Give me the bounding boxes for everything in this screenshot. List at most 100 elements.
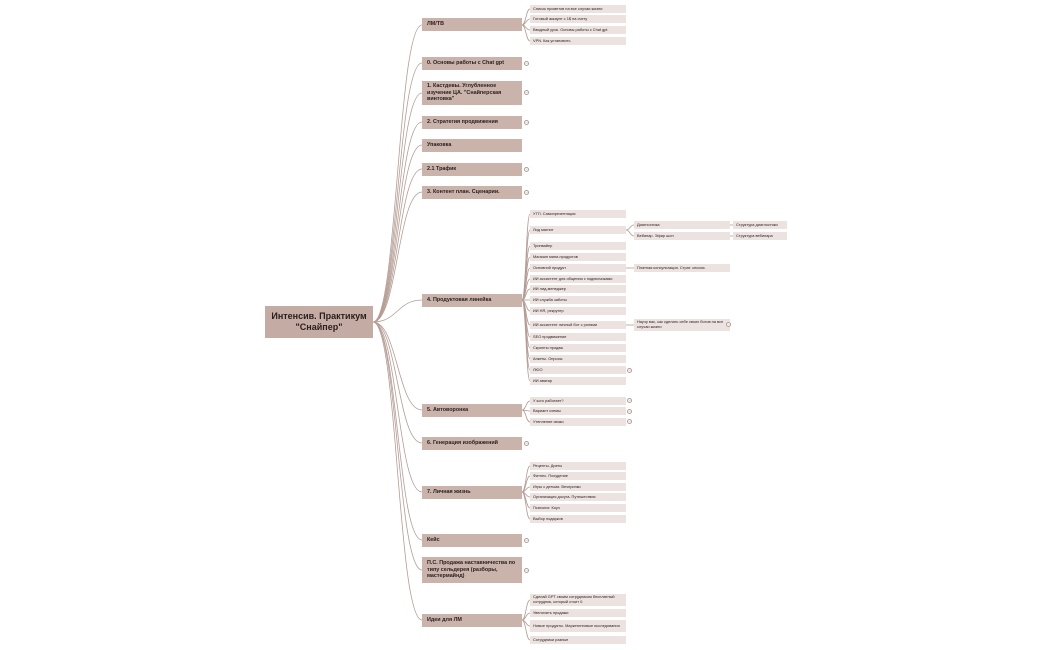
branch-personal-life[interactable]: 7. Личная жизнь <box>422 486 522 499</box>
idea-item[interactable]: Увеличить продажи <box>530 609 626 617</box>
collapse-icon[interactable]: − <box>627 419 632 424</box>
branch-lm-ideas[interactable]: Идеи для ЛМ <box>422 614 522 627</box>
collapse-icon[interactable]: − <box>524 568 529 573</box>
collapse-icon[interactable]: − <box>524 441 529 446</box>
branch-mentorship[interactable]: П.С. Продажа наставничества по типу сель… <box>422 557 522 583</box>
connector-line <box>372 92 423 323</box>
product-item[interactable]: ИИ служба заботы <box>530 296 626 304</box>
product-item[interactable]: ИИ ассистент личный бот с ролями <box>530 321 626 329</box>
funnel-item[interactable]: Вариант схемы <box>530 407 626 415</box>
product-item[interactable]: Трипвайер <box>530 242 626 250</box>
collapse-icon[interactable]: − <box>524 167 529 172</box>
product-item[interactable]: УТП. Самопрезентация <box>530 210 626 218</box>
lm-item[interactable]: Список промптов на все случаи жизни <box>530 5 626 13</box>
connector-line <box>372 299 423 323</box>
product-item[interactable]: Анкеты. Опросы <box>530 355 626 363</box>
connector-line <box>521 491 531 498</box>
connector-line <box>521 465 531 493</box>
webinar-node[interactable]: Вебинар. Эфир шоп <box>634 232 730 240</box>
connector-line <box>521 409 531 423</box>
connector-line <box>521 299 531 312</box>
collapse-icon[interactable]: − <box>524 190 529 195</box>
connector-line <box>521 288 531 301</box>
life-item[interactable]: Организация досуга. Путешествия <box>530 493 626 501</box>
connector-line <box>521 24 531 42</box>
connector-line <box>521 619 531 627</box>
product-item[interactable]: Магазин мини-продуктов <box>530 253 626 261</box>
connector-line <box>372 321 423 411</box>
bot-child[interactable]: Научу вас, как сделать себе своих ботов … <box>634 319 730 331</box>
life-item[interactable]: Игры с детьми. Вечеринки <box>530 483 626 491</box>
idea-item[interactable]: Новые продукты. Маркетинговые исследован… <box>530 620 626 632</box>
branch-product-line[interactable]: 4. Продуктовая линейка <box>422 294 522 307</box>
product-item[interactable]: ЛЮО <box>530 366 626 374</box>
connector-line <box>521 299 531 360</box>
branch-strategy[interactable]: 2. Стратегия продвижения <box>422 116 522 129</box>
collapse-icon[interactable]: − <box>524 120 529 125</box>
diagnostics-node[interactable]: Диагностика <box>634 221 730 229</box>
connector-line <box>372 321 423 571</box>
branch-lm-tv[interactable]: ЛМ/ТВ <box>422 18 522 31</box>
product-item[interactable]: Основной продукт <box>530 264 626 272</box>
connector-line <box>521 475 531 493</box>
webinar-structure-node[interactable]: Структура вебинара <box>733 232 787 240</box>
lm-item[interactable]: Готовый аккаунт с 1$ на счету <box>530 15 626 23</box>
connector-line <box>521 229 531 301</box>
connector-line <box>521 599 531 621</box>
connector-line <box>521 267 531 301</box>
collapse-icon[interactable]: − <box>627 398 632 403</box>
collapse-icon[interactable]: − <box>726 322 731 327</box>
diagnostics-structure-node[interactable]: Структура диагностики <box>733 221 787 229</box>
branch-custdev[interactable]: 1. Кастдевы. Углубленное изучение ЦА. "С… <box>422 81 522 105</box>
life-item[interactable]: Психолог. Коуч <box>530 504 626 512</box>
connector-line <box>521 278 531 301</box>
connector-line <box>372 321 423 493</box>
connector-line <box>372 144 423 323</box>
product-item[interactable]: ИИ ассистент для общения с подписчиками <box>530 275 626 283</box>
funnel-item[interactable]: Утепление связи <box>530 418 626 426</box>
connector-line <box>521 24 531 31</box>
product-item[interactable]: Лид магнит <box>530 226 626 234</box>
connector-line <box>372 321 423 621</box>
product-item[interactable]: Скрипты продаж <box>530 344 626 352</box>
connector-line <box>372 191 423 323</box>
branch-autofunnel[interactable]: 5. Автоворонка <box>422 404 522 417</box>
life-item[interactable]: Рецепты. Диеты <box>530 462 626 470</box>
product-item[interactable]: ИИ лид-менеджер <box>530 285 626 293</box>
connector-line <box>372 121 423 323</box>
connector-line <box>521 299 531 382</box>
funnel-item[interactable]: У кого работает? <box>530 397 626 405</box>
connector-line <box>521 18 531 26</box>
connector-line <box>521 491 531 509</box>
branch-chatgpt-basics[interactable]: 0. Основы работы с Chat gpt <box>422 57 522 70</box>
product-item[interactable]: ИИ HR, рекрутер <box>530 307 626 315</box>
connector-line <box>521 256 531 301</box>
collapse-icon[interactable]: − <box>524 61 529 66</box>
life-item[interactable]: Фитнес. Похудение <box>530 472 626 480</box>
connector-line <box>521 400 531 411</box>
lm-item[interactable]: Вводный урок. Основы работы с Chat gpt <box>530 26 626 34</box>
collapse-icon[interactable]: − <box>627 409 632 414</box>
collapse-icon[interactable]: − <box>524 538 529 543</box>
idea-item[interactable]: Сделай GPT своим сотрудником бесплатный … <box>530 594 626 606</box>
connector-line <box>372 321 423 541</box>
root-node[interactable]: Интенсив. Практикум "Снайпер" <box>265 306 373 338</box>
product-item[interactable]: SEO продвижение <box>530 333 626 341</box>
life-item[interactable]: Выбор подарков <box>530 515 626 523</box>
connector-line <box>372 62 423 323</box>
main-product-child[interactable]: Платная консультация. Страт. сессия. <box>634 264 730 272</box>
branch-image-generation[interactable]: 6. Генерация изображений <box>422 437 522 450</box>
lm-item[interactable]: VPN. Как установить <box>530 37 626 45</box>
branch-content-plan[interactable]: 3. Контент план. Сценарии. <box>422 186 522 199</box>
branch-packaging[interactable]: Упаковка <box>422 139 522 152</box>
connector-line <box>521 299 531 326</box>
collapse-icon[interactable]: − <box>524 90 529 95</box>
idea-item[interactable]: Сотрудники разные <box>530 636 626 644</box>
branch-traffic[interactable]: 2.1 Трафик <box>422 163 522 176</box>
connector-line <box>521 486 531 493</box>
product-item[interactable]: ИИ аватар <box>530 377 626 385</box>
branch-case[interactable]: Кейс <box>422 534 522 547</box>
collapse-icon[interactable]: − <box>627 368 632 373</box>
connector-line <box>625 229 635 237</box>
